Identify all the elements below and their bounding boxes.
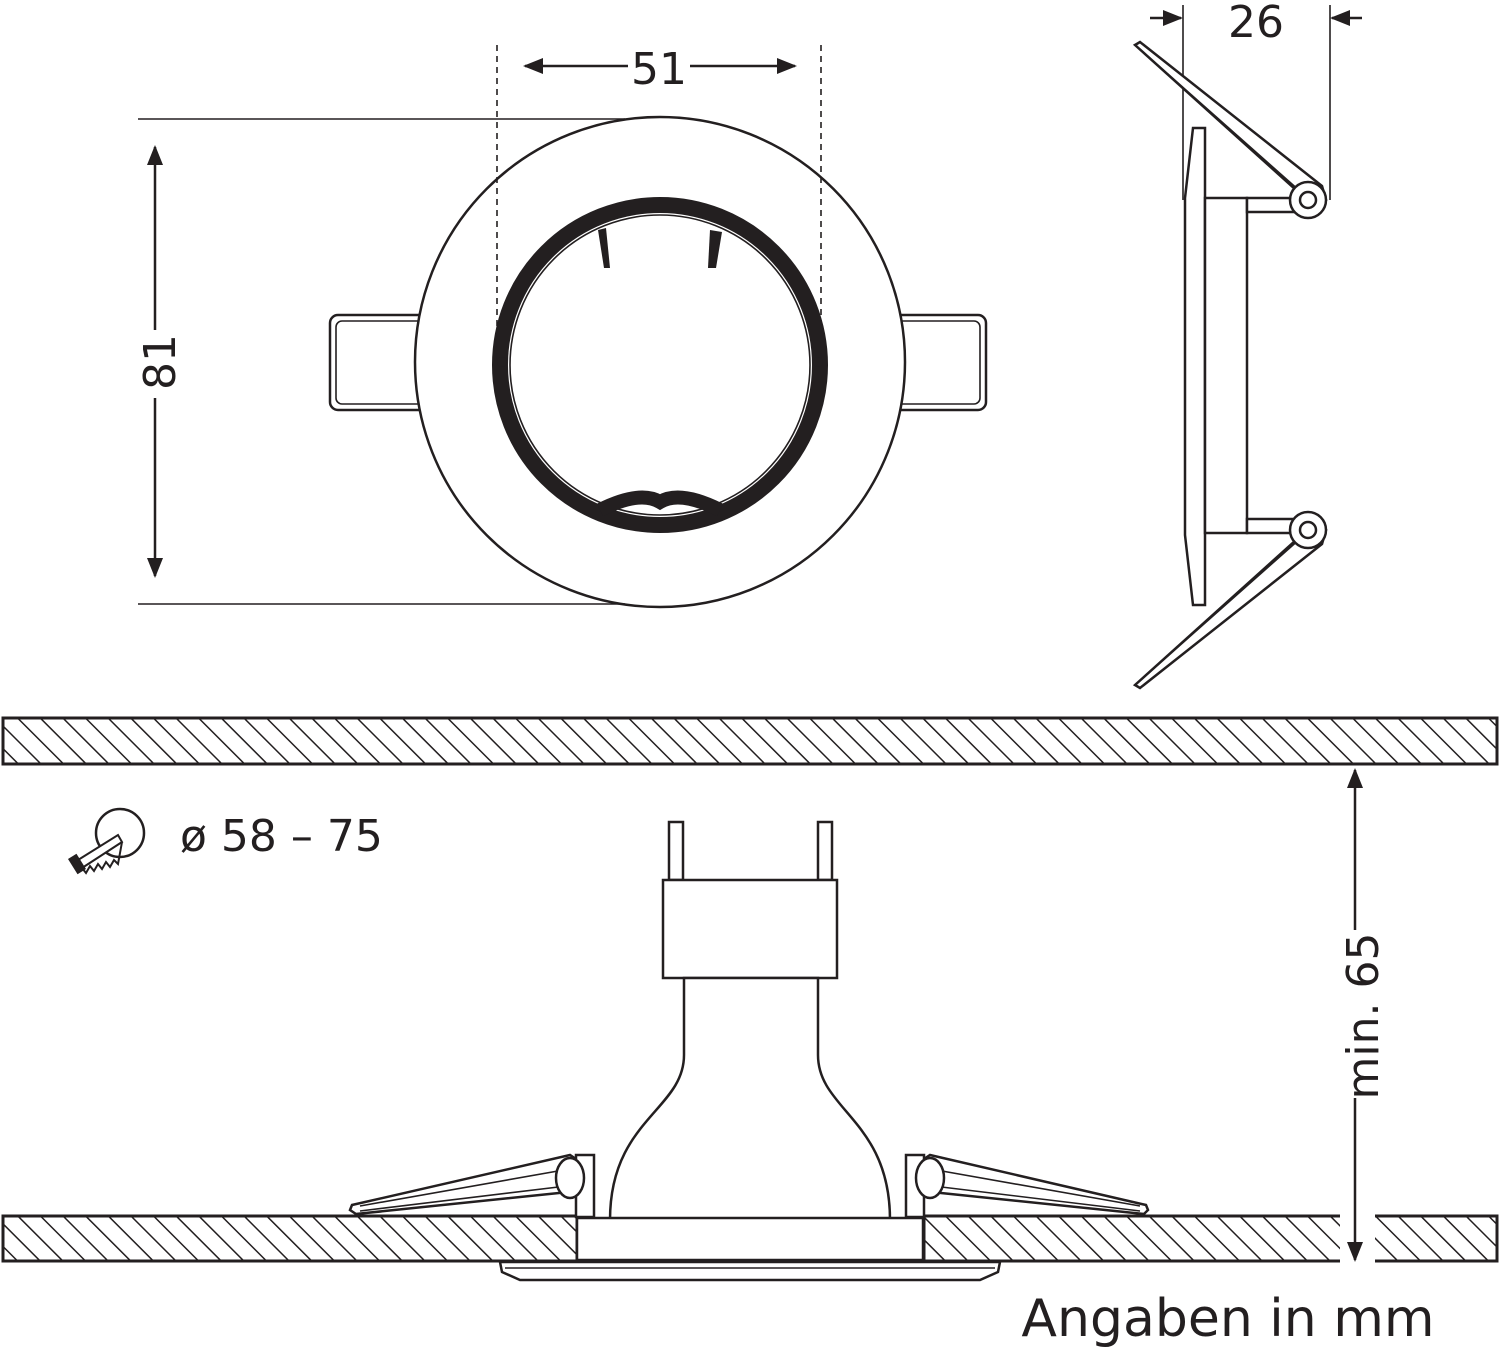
cutout-diameter-label: ø 58 – 75 xyxy=(180,811,383,862)
clip-tab-left xyxy=(598,228,610,268)
ceiling-upper xyxy=(1,716,1499,766)
outer-diameter-label: 81 xyxy=(135,334,186,390)
inner-diameter-label: 51 xyxy=(631,44,687,95)
installed-view: min. 65 xyxy=(1,768,1499,1282)
saw-cutout-icon xyxy=(67,807,146,875)
clip-tab-right xyxy=(708,230,722,268)
ceiling-lower-right xyxy=(922,1214,1499,1263)
side-view: 26 xyxy=(1132,0,1362,690)
ceiling-lower-left xyxy=(1,1214,579,1263)
front-view: 51 81 xyxy=(135,44,988,609)
lamp-socket xyxy=(661,878,839,980)
front-plate xyxy=(498,1260,1002,1282)
min-depth-label: min. 65 xyxy=(1338,933,1389,1100)
units-note: Angaben in mm xyxy=(1021,1289,1434,1349)
lamp-bulb xyxy=(608,976,892,1222)
depth-label: 26 xyxy=(1228,0,1284,48)
inner-ring xyxy=(492,197,828,533)
